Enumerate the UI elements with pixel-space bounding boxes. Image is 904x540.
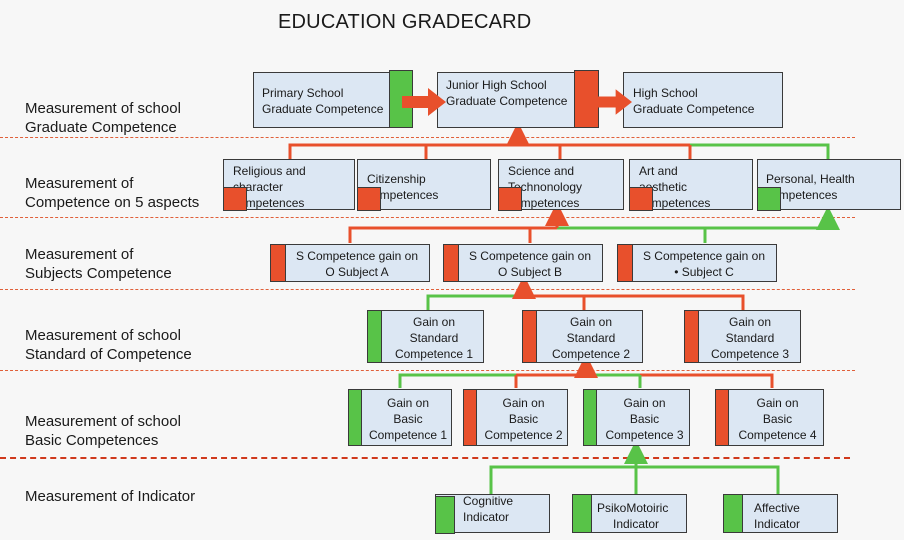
indicator-tab-psikomotoiric bbox=[572, 494, 592, 533]
standard-tab-1 bbox=[367, 310, 382, 363]
basic-tab-2 bbox=[463, 389, 477, 446]
basic-tab-4 bbox=[715, 389, 729, 446]
basic-tab-3 bbox=[583, 389, 597, 446]
section-divider bbox=[0, 289, 855, 290]
arrow-right-icon bbox=[592, 89, 632, 115]
standard-tab-2 bbox=[522, 310, 537, 363]
row-label-indicator: Measurement of Indicator bbox=[25, 488, 196, 505]
arrow-right-icon bbox=[402, 88, 446, 116]
aspect-tab-science bbox=[498, 187, 522, 211]
page-title: EDUCATION GRADECARD bbox=[278, 11, 532, 33]
subject-tab-a bbox=[270, 244, 286, 282]
aspect-tab-personal bbox=[757, 187, 781, 211]
section-divider bbox=[0, 137, 855, 138]
basic-tab-1 bbox=[348, 389, 362, 446]
aspect-tab-art bbox=[629, 187, 653, 211]
section-divider bbox=[0, 370, 855, 371]
aspect-tab-citizenship bbox=[357, 187, 381, 211]
standard-tab-3 bbox=[684, 310, 699, 363]
section-divider bbox=[0, 217, 855, 218]
aspect-tab-religious bbox=[223, 187, 247, 211]
subject-box-c: S Competence gain on• Subject C bbox=[617, 244, 777, 282]
indicator-tab-cognitive bbox=[435, 496, 455, 534]
indicator-tab-affective bbox=[723, 494, 743, 533]
subject-tab-c bbox=[617, 244, 633, 282]
section-divider bbox=[0, 457, 850, 459]
subject-tab-b bbox=[443, 244, 459, 282]
